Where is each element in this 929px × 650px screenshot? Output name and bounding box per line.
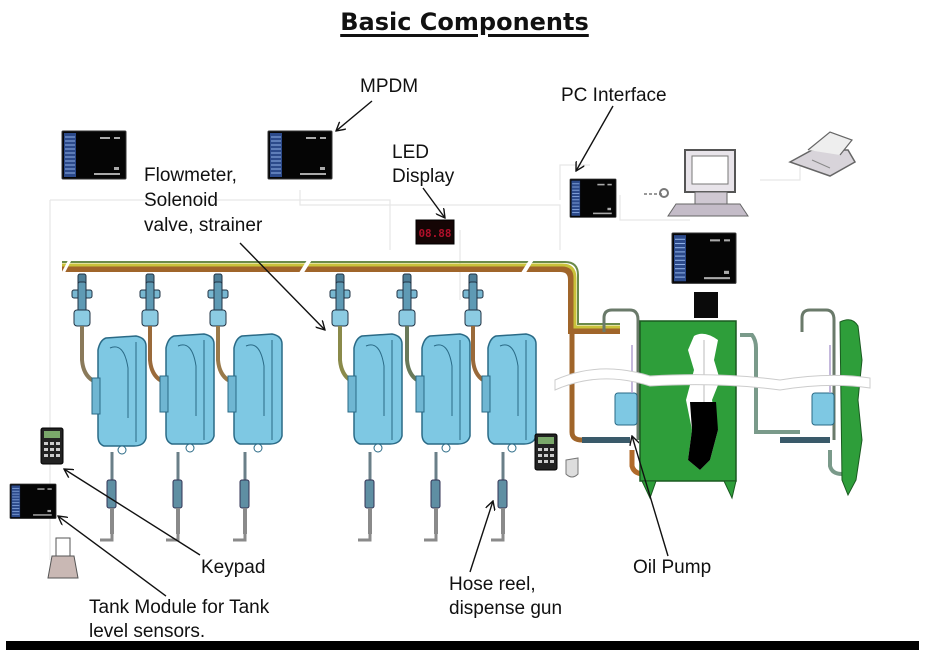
computer-icon (667, 149, 749, 217)
label-keypad: Keypad (201, 557, 266, 578)
arrow-mpdm (336, 100, 373, 131)
mpdm-unit-left (61, 130, 127, 180)
label-hose-reel-line2: dispense gun (449, 598, 563, 619)
label-flowmeter-line2: Solenoid (144, 190, 218, 211)
arrow-oil-pump (632, 436, 669, 557)
arrow-hose-reel (469, 501, 493, 573)
arrow-keypad (64, 469, 201, 556)
label-flowmeter-line1: Flowmeter, (144, 165, 237, 186)
keypad-left (40, 427, 64, 465)
led-value: 08.88 (418, 227, 451, 240)
tank-controller-module (671, 232, 737, 284)
label-pc-interface: PC Interface (561, 85, 667, 106)
cable-connector-icon (644, 188, 669, 198)
page-title: Basic Components (340, 8, 589, 36)
arrow-tank-module (58, 516, 167, 597)
label-led-display-line1: LED (392, 142, 429, 163)
label-hose-reel-line1: Hose reel, (449, 574, 536, 595)
led-display: 08.88 (415, 219, 455, 245)
callout-arrows (58, 100, 669, 597)
main-pipe (60, 254, 620, 334)
label-tank-module-line1: Tank Module for Tank (89, 597, 270, 618)
arrow-pc-interface (576, 105, 614, 171)
hose-reels (91, 333, 537, 455)
ticket-printer-icon (47, 537, 79, 579)
pc-interface-module (569, 178, 617, 218)
label-led-display-line2: Display (392, 166, 455, 187)
keypad-right (534, 433, 558, 471)
printer-icon (788, 131, 857, 177)
label-oil-pump: Oil Pump (633, 557, 712, 578)
label-mpdm: MPDM (360, 76, 419, 97)
oil-tank-system (554, 292, 871, 500)
mpdm-unit (267, 130, 333, 180)
arrow-flowmeter (239, 242, 325, 330)
bottom-divider (6, 641, 919, 650)
arrow-led-display (422, 187, 445, 218)
tank-module (9, 483, 57, 519)
label-tank-module-line2: level sensors. (89, 621, 206, 642)
dispense-guns (98, 450, 509, 542)
sensor-icon (565, 457, 579, 478)
label-flowmeter-line3: valve, strainer (144, 215, 263, 236)
